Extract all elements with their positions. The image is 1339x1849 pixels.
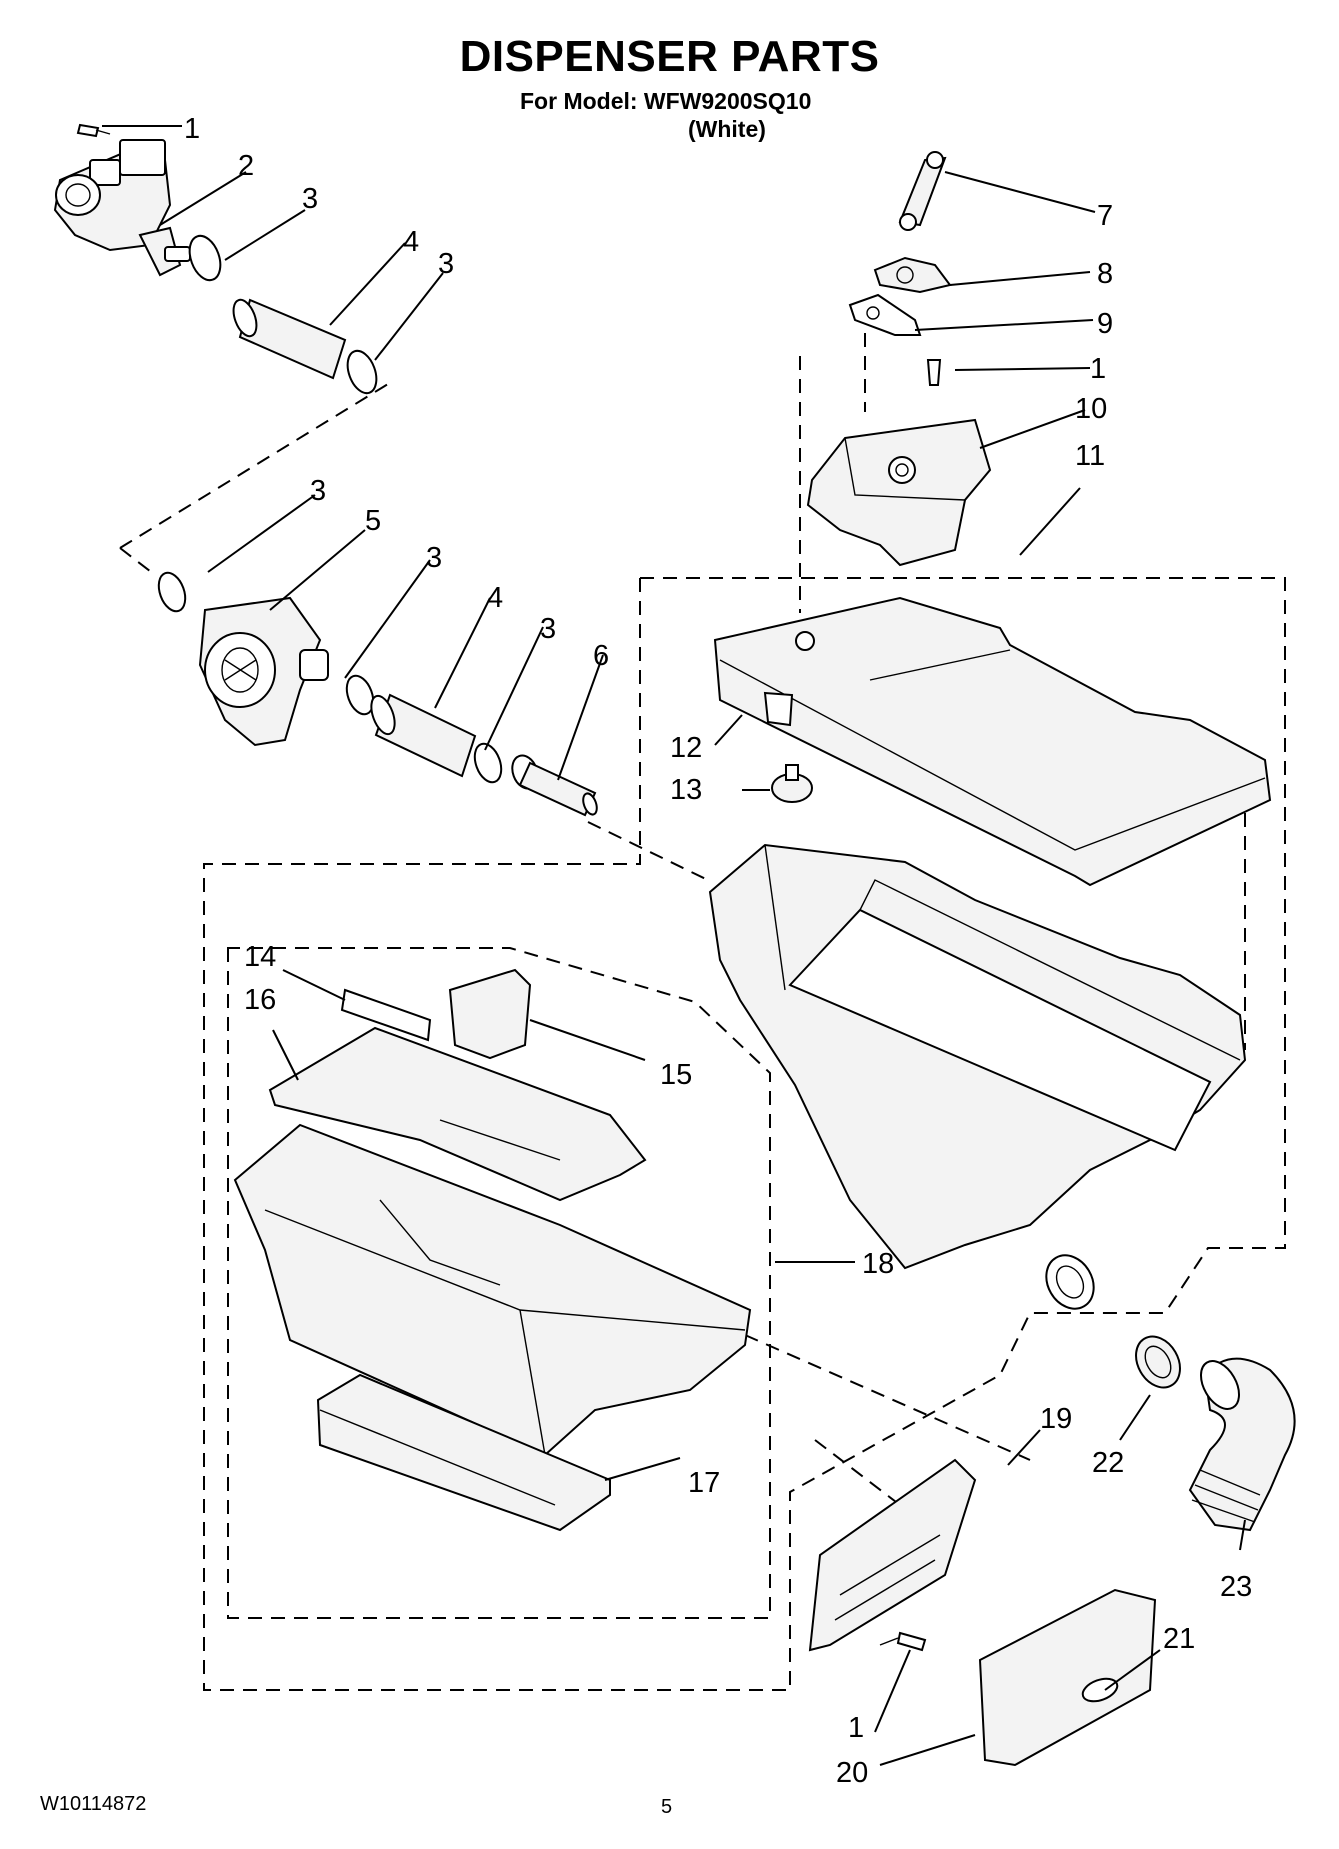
page-number: 5 [661, 1796, 673, 1818]
callout-15: 15 [660, 1059, 692, 1091]
callout-16: 16 [244, 984, 276, 1016]
callout-3: 3 [310, 475, 326, 507]
callout-9: 9 [1097, 308, 1113, 340]
document-number: W10114872 [40, 1793, 147, 1815]
callout-1: 1 [848, 1712, 864, 1744]
callout-21: 21 [1163, 1623, 1195, 1655]
screw-1-middle [926, 359, 942, 386]
callout-3: 3 [426, 542, 442, 574]
clamp-3-c [157, 571, 187, 613]
clamp-3-e [473, 742, 503, 784]
cam-plate [873, 256, 952, 294]
callout-4: 4 [487, 582, 503, 614]
callout-3: 3 [302, 183, 318, 215]
clamp-3-d [345, 674, 375, 716]
assembly-11-boundary [640, 577, 1286, 1314]
dispenser-motor [806, 418, 992, 567]
model-line: For Model: WFW9200SQ10 [520, 88, 812, 114]
callout-3: 3 [438, 248, 454, 280]
callout-13: 13 [670, 774, 702, 806]
callout-6: 6 [593, 640, 609, 672]
siphon-cap-14 [340, 988, 432, 1042]
drawer-handle-17 [316, 1373, 611, 1532]
callout-1: 1 [184, 113, 200, 145]
callout-14: 14 [244, 941, 276, 973]
callout-1: 1 [1090, 353, 1106, 385]
page-title: DISPENSER PARTS [459, 32, 880, 81]
drawer-guide-line [744, 1334, 1031, 1461]
dispenser-cover [713, 596, 1272, 887]
hose-4-lower [370, 693, 477, 778]
lever-arm [898, 151, 947, 231]
callout-17: 17 [688, 1467, 720, 1499]
damper-13 [771, 764, 813, 803]
latch-guide-line [814, 1439, 901, 1506]
hose-to-housing-line [587, 821, 713, 883]
callout-12: 12 [670, 732, 702, 764]
hose-4-upper [232, 298, 347, 380]
latch-12 [763, 691, 794, 727]
gasket [848, 293, 922, 336]
callout-22: 22 [1092, 1447, 1124, 1479]
callout-3: 3 [540, 613, 556, 645]
callout-4: 4 [403, 226, 419, 258]
trim-20 [978, 1588, 1157, 1767]
assembly-18-boundary [227, 947, 771, 1619]
bellows-hose-23 [1188, 1357, 1296, 1532]
inlet-tube [511, 754, 598, 817]
dispenser-housing [708, 843, 1247, 1310]
callout-11: 11 [1075, 440, 1105, 472]
dispenser-drawer-18 [233, 1123, 752, 1457]
drawer-cover-16 [268, 1026, 647, 1202]
callout-8: 8 [1097, 258, 1113, 290]
color-line: (White) [688, 116, 766, 142]
callout-20: 20 [836, 1757, 868, 1789]
callout-5: 5 [365, 505, 381, 537]
bracket-19 [808, 1458, 977, 1652]
inlet-assembly [198, 596, 329, 747]
screw-1-bottom [879, 1631, 927, 1652]
callout-19: 19 [1040, 1403, 1072, 1435]
clamp-3-b [346, 349, 378, 395]
callout-7: 7 [1097, 200, 1113, 232]
callout-18: 18 [862, 1248, 894, 1280]
callout-23: 23 [1220, 1571, 1252, 1603]
softener-cup-15 [448, 968, 532, 1060]
hose-guide-line [119, 383, 389, 549]
assembly-11-boundary-left [203, 578, 1031, 1691]
water-valve [53, 139, 191, 277]
coupling-22 [1135, 1335, 1181, 1389]
callout-2: 2 [238, 150, 254, 182]
badge-21 [1081, 1677, 1119, 1703]
leader-lines [102, 125, 1246, 1766]
hose-guide-line-2 [119, 547, 156, 576]
callout-10: 10 [1075, 393, 1107, 425]
screw-1-top [76, 123, 111, 138]
clamp-3-a [188, 234, 222, 282]
